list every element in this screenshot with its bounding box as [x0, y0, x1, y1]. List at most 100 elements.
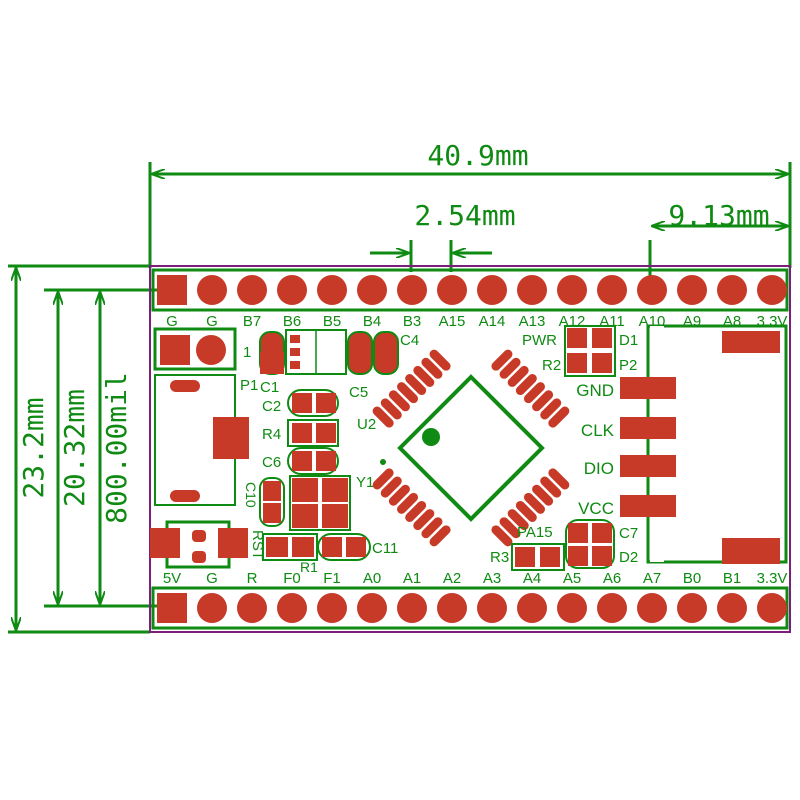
top-header-pin-label: A15 [439, 313, 466, 330]
top-header-pin-label: B5 [323, 313, 341, 330]
top-header-pin-label: A12 [559, 313, 586, 330]
bottom-header-pin-label: A0 [363, 570, 381, 587]
swd-label-dio: DIO [584, 459, 614, 478]
mcu-pin-pad [372, 406, 394, 428]
mcu-pin-pad [548, 406, 570, 428]
c4-label: C4 [400, 332, 419, 349]
c2-label: C2 [262, 398, 281, 415]
bottom-header-pin-label: A7 [643, 570, 661, 587]
pwr-label: PWR [522, 332, 557, 349]
mcu-pin-pad [523, 492, 545, 514]
mcu-pin-pad [413, 365, 435, 387]
mcu-pin-pad [421, 517, 443, 539]
jumper-pad-round [196, 335, 226, 365]
top-header-pin-pad [437, 275, 467, 305]
c6-label: C6 [262, 454, 281, 471]
mcu-pin-pad [429, 349, 451, 371]
bottom-header-pin-pad [277, 593, 307, 623]
top-header-pin-pad [677, 275, 707, 305]
top-header-pin-label: G [206, 313, 218, 330]
bottom-header-pin-label: 5V [163, 570, 181, 587]
bottom-header-pins [157, 593, 787, 623]
r4-label: R4 [262, 426, 281, 443]
bottom-header-pin-label: 3.3V [757, 570, 788, 587]
top-header-pin-label: A14 [479, 313, 506, 330]
reset-button: RST [150, 520, 266, 569]
r1-label: R1 [300, 559, 318, 575]
swd-pad [620, 377, 676, 399]
bottom-header-pin-square-pad [157, 593, 187, 623]
bottom-header-pin-pad [597, 593, 627, 623]
swd-label-vcc: VCC [578, 499, 614, 518]
bottom-header-pin-label: F1 [323, 570, 341, 587]
mcu-pin-pad [380, 476, 402, 498]
bottom-header-pin-label: A6 [603, 570, 621, 587]
swd-pad [620, 417, 676, 439]
board-outline [149, 265, 791, 633]
board-height-label: 23.2mm [17, 397, 50, 498]
bottom-header-pin-pad [237, 593, 267, 623]
mcu-pin-pad [515, 500, 537, 522]
mcu-pin-pad [540, 398, 562, 420]
c10-label: C10 [243, 482, 259, 508]
top-header-pin-pad [237, 275, 267, 305]
mcu-pin-pad [380, 398, 402, 420]
mcu-pin-pad [413, 509, 435, 531]
y1-label: Y1 [356, 474, 374, 491]
bottom-right-passives: PA15 R3 C7 D2 [490, 519, 638, 571]
top-header-pin-pad [637, 275, 667, 305]
row-spacing-mil-label: 800.00mil [100, 372, 133, 524]
top-header-pin-pad [477, 275, 507, 305]
mcu-pin-pad [405, 374, 427, 396]
mcu-pin-pad [507, 509, 529, 531]
pin-pitch-label: 2.54mm [414, 199, 515, 232]
bottom-header-pin-pad [637, 593, 667, 623]
bottom-header-pin-pad [197, 593, 227, 623]
top-header-pin-pad [197, 275, 227, 305]
mcu-pin-pad [532, 484, 554, 506]
mcu-u2: U2 [357, 349, 570, 547]
bottom-header-pin-label: G [206, 570, 218, 587]
top-header-pin-label: B6 [283, 313, 301, 330]
c11-label: C11 [372, 540, 398, 557]
top-header-pin-label: A11 [599, 313, 625, 330]
mcu-pin-pad [507, 365, 529, 387]
mcu-pin-pad [515, 374, 537, 396]
crystal-y1: Y1 [289, 474, 374, 531]
r3-label: R3 [490, 549, 509, 566]
top-header-pin-pad [277, 275, 307, 305]
top-header-pin-label: G [166, 313, 178, 330]
d1-label: D1 [619, 332, 638, 349]
bottom-header-pin-label: A1 [403, 570, 421, 587]
bottom-header-pin-label: A3 [483, 570, 501, 587]
swd-label-gnd: GND [576, 381, 614, 400]
usb-connector-p1: P1 [154, 374, 258, 506]
top-header-pin-label: A13 [519, 313, 546, 330]
mcu-pin-pad [397, 492, 419, 514]
bottom-header-pin-pad [717, 593, 747, 623]
swd-pad [620, 455, 676, 477]
bottom-header-pin-pad [477, 593, 507, 623]
mcu-pin-pad [388, 390, 410, 412]
top-header-pin-pad [397, 275, 427, 305]
bottom-header-pin-label: A2 [443, 570, 461, 587]
c4-pad-b [373, 331, 399, 375]
mcu-pins [372, 349, 570, 547]
jumper-pad-square [160, 335, 190, 365]
bottom-header-pin-label: A4 [523, 570, 541, 587]
mcu-pin-pad [540, 476, 562, 498]
bottom-header-pin-label: B1 [723, 570, 741, 587]
mcu-pin-pad [405, 500, 427, 522]
top-header-pin-pad [757, 275, 787, 305]
c1-label: C1 [260, 379, 279, 396]
bottom-header-pin-pad [317, 593, 347, 623]
top-header-pin-pad [357, 275, 387, 305]
mcu-pin1-marker [422, 428, 440, 446]
bottom-header-pin-pad [757, 593, 787, 623]
connector-offset-label: 9.13mm [668, 199, 769, 232]
bottom-header-pin-label: F0 [283, 570, 301, 587]
u2-label: U2 [357, 416, 376, 433]
top-header-pin-pad [557, 275, 587, 305]
c5-label: C5 [349, 384, 368, 401]
